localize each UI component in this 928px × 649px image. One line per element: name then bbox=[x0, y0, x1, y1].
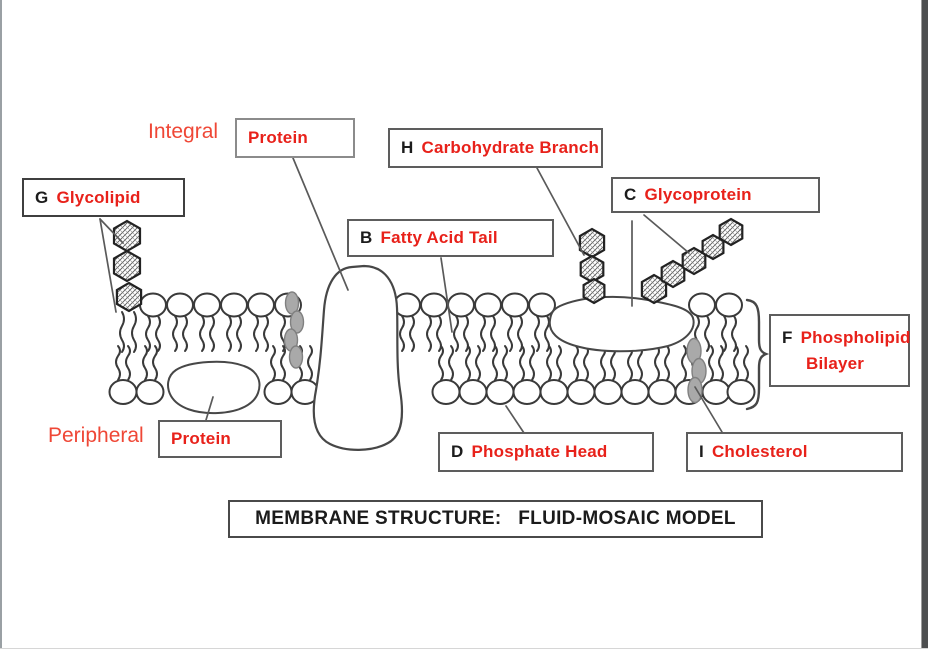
integral-annotation: Integral bbox=[148, 120, 219, 143]
carbohydrate-branch-label: Carbohydrate Branch bbox=[421, 138, 600, 157]
cholesterol-label: Cholesterol bbox=[711, 442, 808, 461]
fatty-acid-tail-letter: B bbox=[360, 228, 373, 247]
glycolipid-label-box: G Glycolipid bbox=[22, 178, 185, 217]
fatty-acid-tail-label-box: B Fatty Acid Tail bbox=[347, 219, 554, 257]
glycoprotein-letter: C bbox=[624, 185, 637, 204]
glycoprotein-label-box: C Glycoprotein bbox=[611, 177, 820, 213]
bilayer-brace bbox=[745, 298, 770, 411]
integral-protein-label: Protein bbox=[248, 128, 308, 147]
glycoprotein-label: Glycoprotein bbox=[644, 185, 752, 204]
carbohydrate-branch-label-box: H Carbohydrate Branch bbox=[388, 128, 603, 168]
peripheral-protein-label-box: Protein bbox=[158, 420, 282, 458]
cholesterol-letter: I bbox=[699, 442, 704, 461]
bilayer-label-line1: Phospholipid bbox=[800, 328, 911, 347]
phospholipid-bilayer-label-box: F Phospholipid Bilayer bbox=[769, 314, 910, 387]
diagram-title-box: MEMBRANE STRUCTURE: FLUID-MOSAIC MODEL bbox=[228, 500, 763, 538]
cholesterol-label-box: I Cholesterol bbox=[686, 432, 903, 472]
page-left-edge bbox=[0, 0, 2, 649]
phosphate-head-label-box: D Phosphate Head bbox=[438, 432, 654, 472]
pointer-lines bbox=[99, 157, 723, 434]
carbohydrate-chains bbox=[112, 217, 744, 313]
protein-shapes bbox=[167, 264, 695, 451]
bilayer-label-line2: Bilayer bbox=[806, 353, 865, 373]
integral-protein-label-box: Protein bbox=[235, 118, 355, 158]
phosphate-head-letter: D bbox=[451, 442, 464, 461]
bilayer-letter: F bbox=[782, 328, 793, 347]
fatty-acid-tail-label: Fatty Acid Tail bbox=[380, 228, 498, 247]
diagram-title: MEMBRANE STRUCTURE: FLUID-MOSAIC MODEL bbox=[255, 508, 736, 529]
peripheral-annotation: Peripheral bbox=[48, 424, 144, 447]
glycolipid-letter: G bbox=[35, 187, 49, 207]
cholesterol-molecules bbox=[283, 291, 707, 404]
carbohydrate-branch-letter: H bbox=[401, 138, 414, 157]
page-right-edge bbox=[921, 0, 928, 649]
phosphate-head-label: Phosphate Head bbox=[471, 442, 608, 461]
peripheral-protein-label: Protein bbox=[171, 429, 231, 448]
glycolipid-label: Glycolipid bbox=[56, 187, 141, 207]
